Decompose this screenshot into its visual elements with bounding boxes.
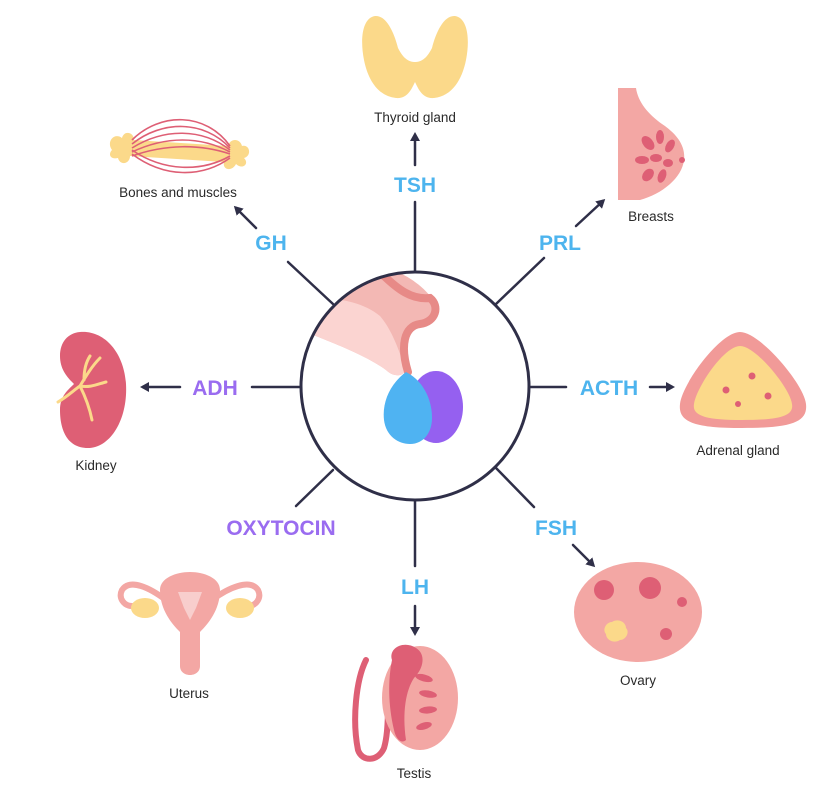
adrenal-inner (693, 346, 793, 420)
kidney-illustration (56, 331, 127, 448)
hormone-acth: ACTH (580, 377, 638, 400)
epididymis (389, 644, 423, 742)
connector-gh-lower (286, 260, 335, 306)
hormone-lh: LH (401, 576, 429, 599)
left-ovary (131, 598, 159, 618)
kidney-icon (60, 331, 127, 448)
connector-prl-lower (494, 256, 546, 306)
hormone-prl: PRL (539, 232, 581, 255)
label-ovary: Ovary (620, 673, 656, 688)
hormone-adh: ADH (192, 377, 238, 400)
hypothalamus-stalk-shade (301, 298, 406, 376)
label-breasts: Breasts (628, 209, 674, 224)
connector-oxytocin (294, 468, 335, 508)
uterus-icon (160, 572, 220, 675)
right-ovary (226, 598, 254, 618)
hormone-tsh: TSH (394, 174, 436, 197)
uterus-illustration (117, 572, 263, 675)
pituitary-circle-outline (299, 270, 531, 502)
muscle-fibers (131, 118, 231, 174)
label-thyroid: Thyroid gland (374, 110, 456, 125)
testis-lobules (415, 673, 437, 730)
connector-fsh-lower (494, 466, 536, 509)
connectors (140, 132, 675, 636)
arrow-to-ovary (571, 543, 596, 568)
label-testis: Testis (397, 766, 432, 781)
adrenal-dots (722, 372, 772, 407)
arrow-to-breasts (574, 198, 606, 228)
testis-illustration (352, 644, 458, 762)
hormone-oxytocin: OXYTOCIN (226, 517, 335, 540)
anterior-lobe (383, 372, 432, 444)
label-bones: Bones and muscles (119, 185, 237, 200)
thyroid-illustration (362, 15, 468, 99)
breast-lobules (635, 130, 685, 183)
thyroid-icon (362, 15, 468, 99)
label-adrenal: Adrenal gland (696, 443, 779, 458)
ovary-illustration (574, 562, 702, 662)
bones-muscles-illustration (109, 118, 250, 174)
label-kidney: Kidney (75, 458, 117, 473)
stalk-outline (376, 272, 440, 376)
breast-illustration (618, 88, 685, 200)
hormone-fsh: FSH (535, 517, 577, 540)
arrow-to-bones (233, 205, 258, 230)
ovary-follicle (604, 620, 628, 642)
adrenal-illustration (679, 332, 807, 428)
pituitary-gland (299, 270, 531, 502)
uterus-cavity (178, 592, 202, 620)
fallopian-tubes (117, 581, 263, 609)
ovary-icon (574, 562, 702, 662)
hormone-labels: TSH PRL ACTH FSH LH OXYTOCIN ADH GH (192, 174, 638, 599)
kidney-pelvis (56, 354, 108, 422)
label-uterus: Uterus (169, 686, 209, 701)
hormone-gh: GH (255, 232, 287, 255)
